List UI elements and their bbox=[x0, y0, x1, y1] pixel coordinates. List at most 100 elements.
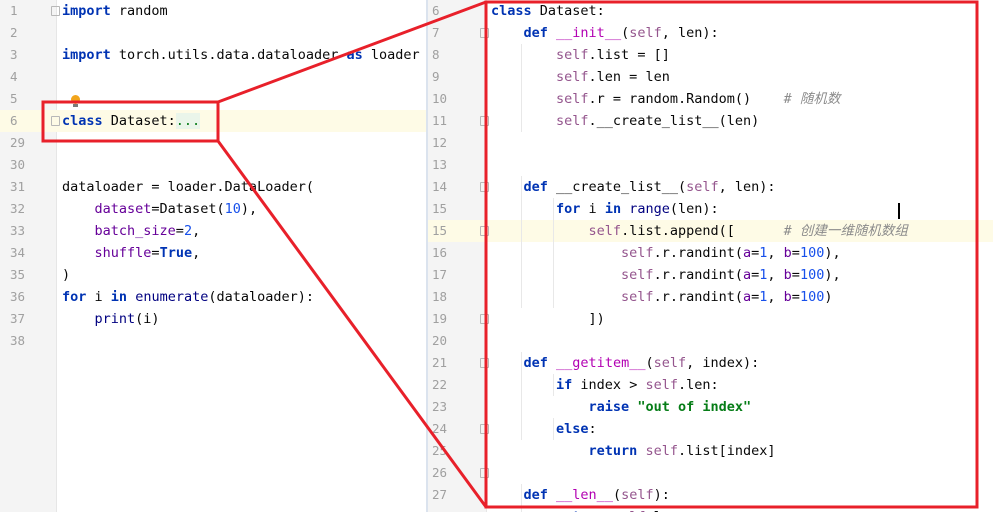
code-text[interactable]: return self.list[index] bbox=[491, 440, 776, 462]
code-token: in bbox=[110, 289, 128, 305]
code-text[interactable]: def __create_list__(self, len): bbox=[491, 176, 776, 198]
code-line[interactable]: 22 if index > self.len: bbox=[428, 374, 993, 396]
code-token: a bbox=[742, 289, 752, 305]
code-line[interactable]: 19 ]) bbox=[428, 308, 993, 330]
code-token: self bbox=[588, 223, 622, 239]
code-text[interactable]: self.r.randint(a=1, b=100), bbox=[491, 264, 841, 286]
fold-marker-icon[interactable] bbox=[480, 358, 489, 368]
code-token: self bbox=[613, 509, 646, 512]
code-line[interactable]: 11 self.__create_list__(len) bbox=[428, 110, 993, 132]
code-line[interactable]: 2 bbox=[0, 22, 426, 44]
line-number: 18 bbox=[432, 289, 448, 304]
code-text[interactable]: self.r = random.Random() # 随机数 bbox=[491, 88, 840, 110]
code-line[interactable]: 27 def __len__(self): bbox=[428, 484, 993, 506]
code-text[interactable]: dataloader = loader.DataLoader( bbox=[62, 176, 314, 198]
code-line[interactable]: 28 return self.len bbox=[428, 506, 993, 512]
code-token: 100 bbox=[799, 245, 825, 261]
code-token: return bbox=[556, 509, 605, 512]
fold-marker-icon[interactable] bbox=[480, 314, 489, 324]
code-line[interactable]: 38 bbox=[0, 330, 426, 352]
code-token: a bbox=[742, 267, 752, 283]
code-text[interactable]: ]) bbox=[491, 308, 605, 330]
code-text[interactable]: shuffle=True, bbox=[62, 242, 201, 264]
line-number: 33 bbox=[10, 223, 26, 238]
line-number: 4 bbox=[10, 69, 18, 84]
code-text[interactable]: for i in range(len): bbox=[491, 198, 719, 220]
code-text[interactable]: raise "out of index" bbox=[491, 396, 752, 418]
code-line[interactable]: 8 self.list = [] bbox=[428, 44, 993, 66]
code-text[interactable]: ) bbox=[62, 264, 70, 286]
code-line[interactable]: 21 def __getitem__(self, index): bbox=[428, 352, 993, 374]
fold-marker-icon[interactable] bbox=[480, 116, 489, 126]
code-line[interactable]: 29 bbox=[0, 132, 426, 154]
code-line[interactable]: 30 bbox=[0, 154, 426, 176]
code-text[interactable]: dataset=Dataset(10), bbox=[62, 198, 258, 220]
code-line[interactable]: 5 bbox=[0, 88, 426, 110]
code-line[interactable]: 26 bbox=[428, 462, 993, 484]
fold-marker-icon[interactable] bbox=[480, 226, 489, 236]
code-text[interactable]: self.len = len bbox=[491, 66, 670, 88]
code-line[interactable]: 32 dataset=Dataset(10), bbox=[0, 198, 426, 220]
code-line[interactable]: 37 print(i) bbox=[0, 308, 426, 330]
code-token: self bbox=[645, 377, 678, 393]
code-line[interactable]: 12 bbox=[428, 132, 993, 154]
code-text[interactable]: self.r.randint(a=1, b=100), bbox=[491, 242, 841, 264]
code-line[interactable]: 17 self.r.randint(a=1, b=100), bbox=[428, 264, 993, 286]
code-text[interactable]: import torch.utils.data.dataloader as lo… bbox=[62, 44, 420, 66]
fold-marker-icon[interactable] bbox=[480, 182, 489, 192]
code-line[interactable]: 7 def __init__(self, len): bbox=[428, 22, 993, 44]
fold-marker-icon[interactable] bbox=[480, 468, 489, 478]
code-line[interactable]: 20 bbox=[428, 330, 993, 352]
code-line[interactable]: 10 self.r = random.Random() # 随机数 bbox=[428, 88, 993, 110]
code-text[interactable]: class Dataset:... bbox=[62, 110, 201, 132]
indent-guide bbox=[521, 176, 522, 308]
code-token: dataloader = loader.DataLoader( bbox=[62, 179, 314, 195]
code-token: ) bbox=[824, 289, 833, 305]
code-line[interactable]: 4 bbox=[0, 66, 426, 88]
code-text[interactable]: class Dataset: bbox=[491, 0, 605, 22]
code-token bbox=[491, 91, 556, 107]
code-line[interactable]: 16 self.r.randint(a=1, b=100), bbox=[428, 242, 993, 264]
code-text[interactable]: print(i) bbox=[62, 308, 160, 330]
code-line[interactable]: 33 batch_size=2, bbox=[0, 220, 426, 242]
code-token: 10 bbox=[224, 201, 241, 217]
code-text[interactable]: def __len__(self): bbox=[491, 484, 670, 506]
code-line[interactable]: 18 self.r.randint(a=1, b=100) bbox=[428, 286, 993, 308]
fold-marker-icon[interactable] bbox=[51, 6, 60, 16]
code-text[interactable]: self.r.randint(a=1, b=100) bbox=[491, 286, 832, 308]
code-text[interactable]: def __getitem__(self, index): bbox=[491, 352, 760, 374]
code-line[interactable]: 13 bbox=[428, 154, 993, 176]
code-line[interactable]: 25 return self.list[index] bbox=[428, 440, 993, 462]
fold-marker-icon[interactable] bbox=[51, 116, 60, 126]
code-text[interactable]: return self.len bbox=[491, 506, 678, 512]
code-text[interactable]: self.__create_list__(len) bbox=[491, 110, 759, 132]
code-text[interactable]: else: bbox=[491, 418, 597, 440]
code-line[interactable]: 9 self.len = len bbox=[428, 66, 993, 88]
code-text[interactable]: for i in enumerate(dataloader): bbox=[62, 286, 314, 308]
fold-marker-icon[interactable] bbox=[480, 424, 489, 434]
lightbulb-icon[interactable] bbox=[71, 95, 80, 104]
line-number: 22 bbox=[432, 377, 448, 392]
code-line[interactable]: 23 raise "out of index" bbox=[428, 396, 993, 418]
fold-marker-icon[interactable] bbox=[480, 28, 489, 38]
code-text[interactable]: batch_size=2, bbox=[62, 220, 201, 242]
code-text[interactable]: import random bbox=[62, 0, 168, 22]
code-line[interactable]: 34 shuffle=True, bbox=[0, 242, 426, 264]
code-text[interactable]: self.list = [] bbox=[491, 44, 670, 66]
code-text[interactable]: if index > self.len: bbox=[491, 374, 719, 396]
code-line[interactable]: 15 for i in range(len): bbox=[428, 198, 993, 220]
code-line[interactable]: 35) bbox=[0, 264, 426, 286]
code-text[interactable]: def __init__(self, len): bbox=[491, 22, 719, 44]
code-line[interactable]: 14 def __create_list__(self, len): bbox=[428, 176, 993, 198]
code-line[interactable]: 15 self.list.append([ # 创建一维随机数组 bbox=[428, 220, 993, 242]
code-token: Dataset: bbox=[531, 3, 605, 19]
code-line[interactable]: 24 else: bbox=[428, 418, 993, 440]
